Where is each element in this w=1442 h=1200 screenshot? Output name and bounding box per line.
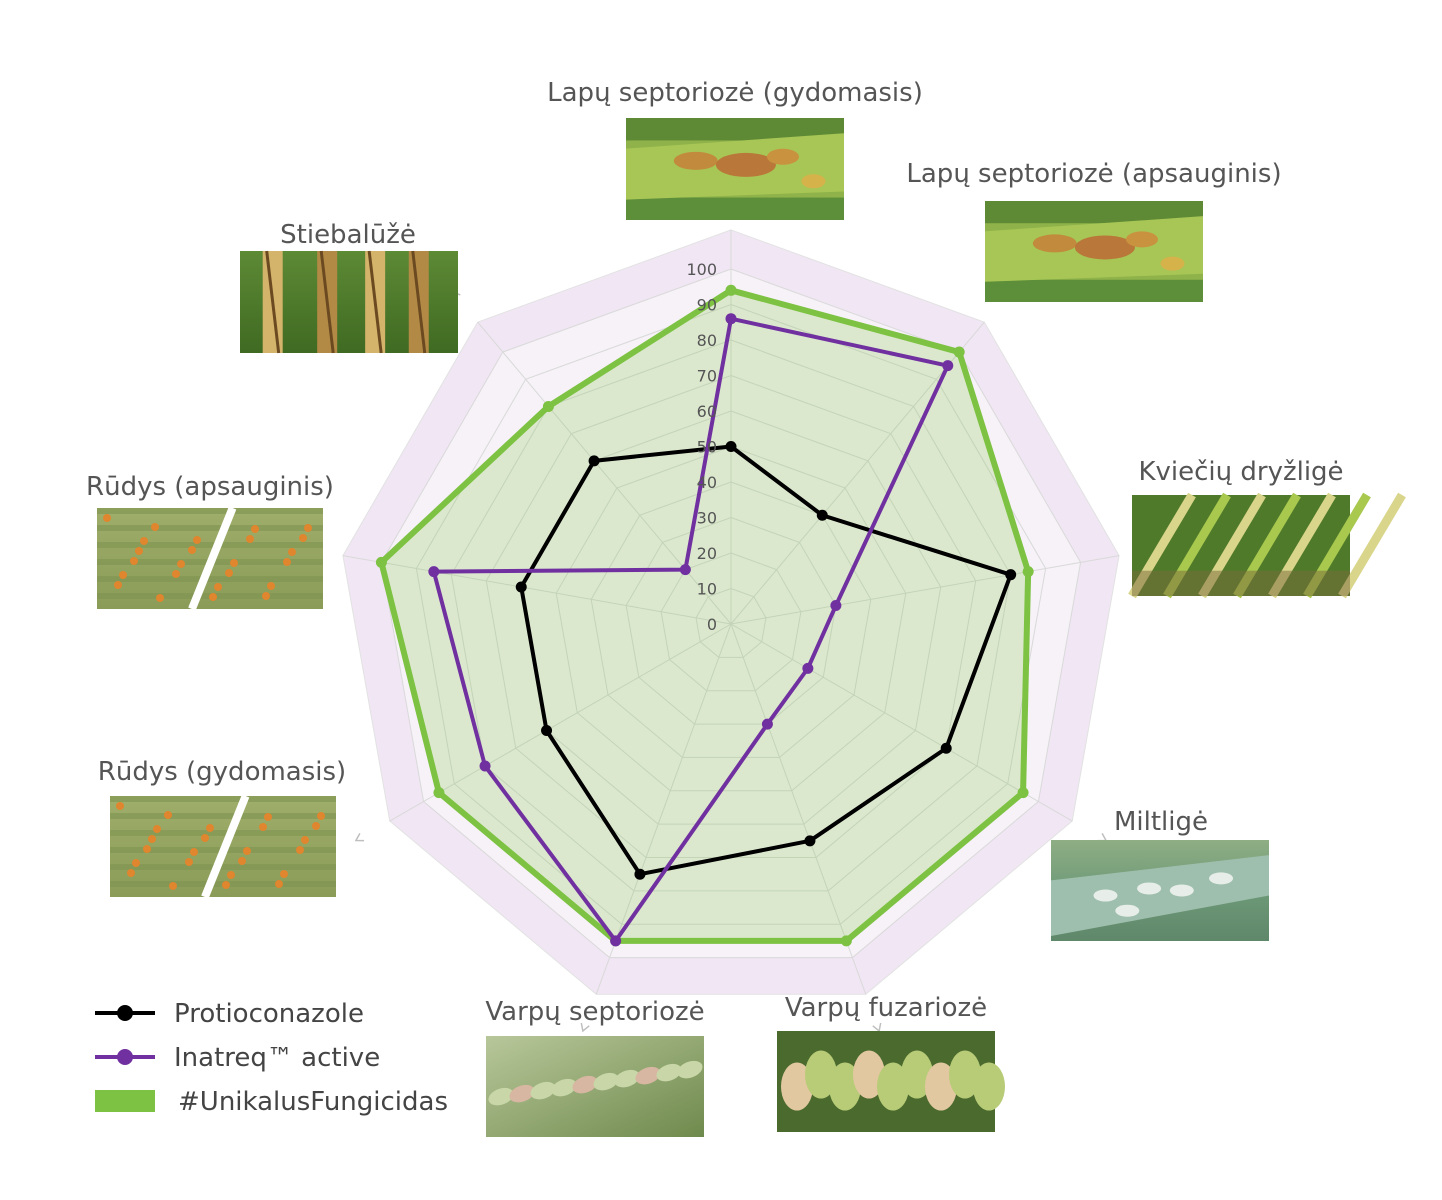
category-label: Stiebalūžė <box>280 220 416 250</box>
series-point <box>375 556 387 568</box>
grid-ring-80 <box>450 339 1012 892</box>
powdery-mildew-photo <box>1051 840 1269 941</box>
series-point <box>725 313 737 325</box>
legend-item: Protioconazole <box>95 999 364 1029</box>
leaf-septoria-photo <box>626 118 844 220</box>
series-point <box>1022 566 1034 578</box>
tick-label: 60 <box>697 402 717 421</box>
axis-spoke <box>342 555 732 625</box>
axis-arrow <box>580 1022 590 1033</box>
category-label: Miltligė <box>1114 807 1208 837</box>
grid-ring-20 <box>660 552 802 692</box>
tick-label: 90 <box>697 296 717 315</box>
tick-label: 30 <box>697 509 717 528</box>
axis-spoke <box>730 623 1073 822</box>
series-point <box>804 835 816 847</box>
eyespot-stem-photo <box>240 250 458 354</box>
legend-swatch <box>95 1090 155 1112</box>
series-point <box>816 509 828 521</box>
grid-ring-100 <box>380 268 1082 959</box>
tick-label: 70 <box>697 367 717 386</box>
legend-label: #UnikalusFungicidas <box>178 1087 448 1117</box>
series--unikalusfungicidas <box>375 284 1034 947</box>
grid-ring-90 <box>415 303 1047 925</box>
grid-ring-30 <box>625 516 837 725</box>
leaf-septoria-photo <box>985 201 1203 302</box>
ear-septoria-photo <box>486 1036 704 1137</box>
rust-photo <box>110 794 336 899</box>
grid-ring-50 <box>555 445 907 792</box>
tick-label: 10 <box>697 580 717 599</box>
legend-marker <box>117 1049 133 1065</box>
tick-label: 40 <box>697 473 717 492</box>
tan-spot-photo <box>1128 492 1406 599</box>
tick-label: 80 <box>697 331 717 350</box>
series-point <box>610 935 622 947</box>
tick-label: 100 <box>686 260 717 279</box>
axis-spoke <box>730 555 1120 625</box>
series-point <box>433 787 445 799</box>
axis-arrow <box>872 1022 882 1033</box>
series-protioconazole <box>515 441 1017 880</box>
outer-ring <box>342 229 1120 995</box>
series-point <box>1005 569 1017 581</box>
legend-label: Protioconazole <box>174 999 364 1029</box>
series-line <box>519 444 1013 877</box>
series-point <box>840 935 852 947</box>
axis-spoke <box>389 623 732 822</box>
series-point <box>953 346 965 358</box>
series-point <box>515 581 527 593</box>
series-area <box>378 287 1032 944</box>
series-point <box>942 360 954 372</box>
rust-photo <box>97 506 323 611</box>
tick-label: 20 <box>697 544 717 563</box>
series-point <box>541 725 553 736</box>
series-inatreq-active <box>428 313 954 947</box>
series-line <box>431 316 950 943</box>
category-label: Rūdys (gydomasis) <box>98 757 346 787</box>
series-point <box>940 742 952 754</box>
series-point <box>428 566 440 578</box>
category-label: Lapų septoriozė (gydomasis) <box>547 78 923 108</box>
legend-marker <box>117 1005 133 1021</box>
series-point <box>588 455 600 467</box>
tick-label: 0 <box>707 615 717 634</box>
axis-spoke <box>730 321 985 625</box>
legend-item: #UnikalusFungicidas <box>95 1087 448 1117</box>
series-point <box>725 284 737 296</box>
series-point <box>479 760 491 772</box>
series-point <box>1017 787 1029 799</box>
fusarium-ear-photo <box>777 1031 1005 1132</box>
grid-ring-40 <box>590 481 872 758</box>
category-label: Lapų septoriozė (apsauginis) <box>906 159 1281 189</box>
legend-label: Inatreq™ active <box>174 1043 380 1073</box>
series-point <box>634 868 646 880</box>
tick-label: 50 <box>697 438 717 457</box>
axis-arrow <box>1097 833 1108 842</box>
grid-ring-10 <box>695 587 767 658</box>
legend-item: Inatreq™ active <box>95 1043 380 1073</box>
series-point <box>761 718 773 730</box>
series-point <box>830 600 842 612</box>
series-point <box>542 400 554 412</box>
axis-arrow <box>354 833 365 842</box>
axis-spoke <box>730 623 867 995</box>
category-label: Rūdys (apsauginis) <box>86 472 334 502</box>
category-label: Varpų septoriozė <box>485 997 704 1027</box>
category-label: Varpų fuzariozė <box>785 993 987 1023</box>
series-point <box>725 441 737 452</box>
series-point <box>679 564 691 576</box>
category-label: Kviečių dryžligė <box>1138 457 1343 487</box>
axis-spoke <box>595 623 732 995</box>
series-point <box>802 662 814 674</box>
